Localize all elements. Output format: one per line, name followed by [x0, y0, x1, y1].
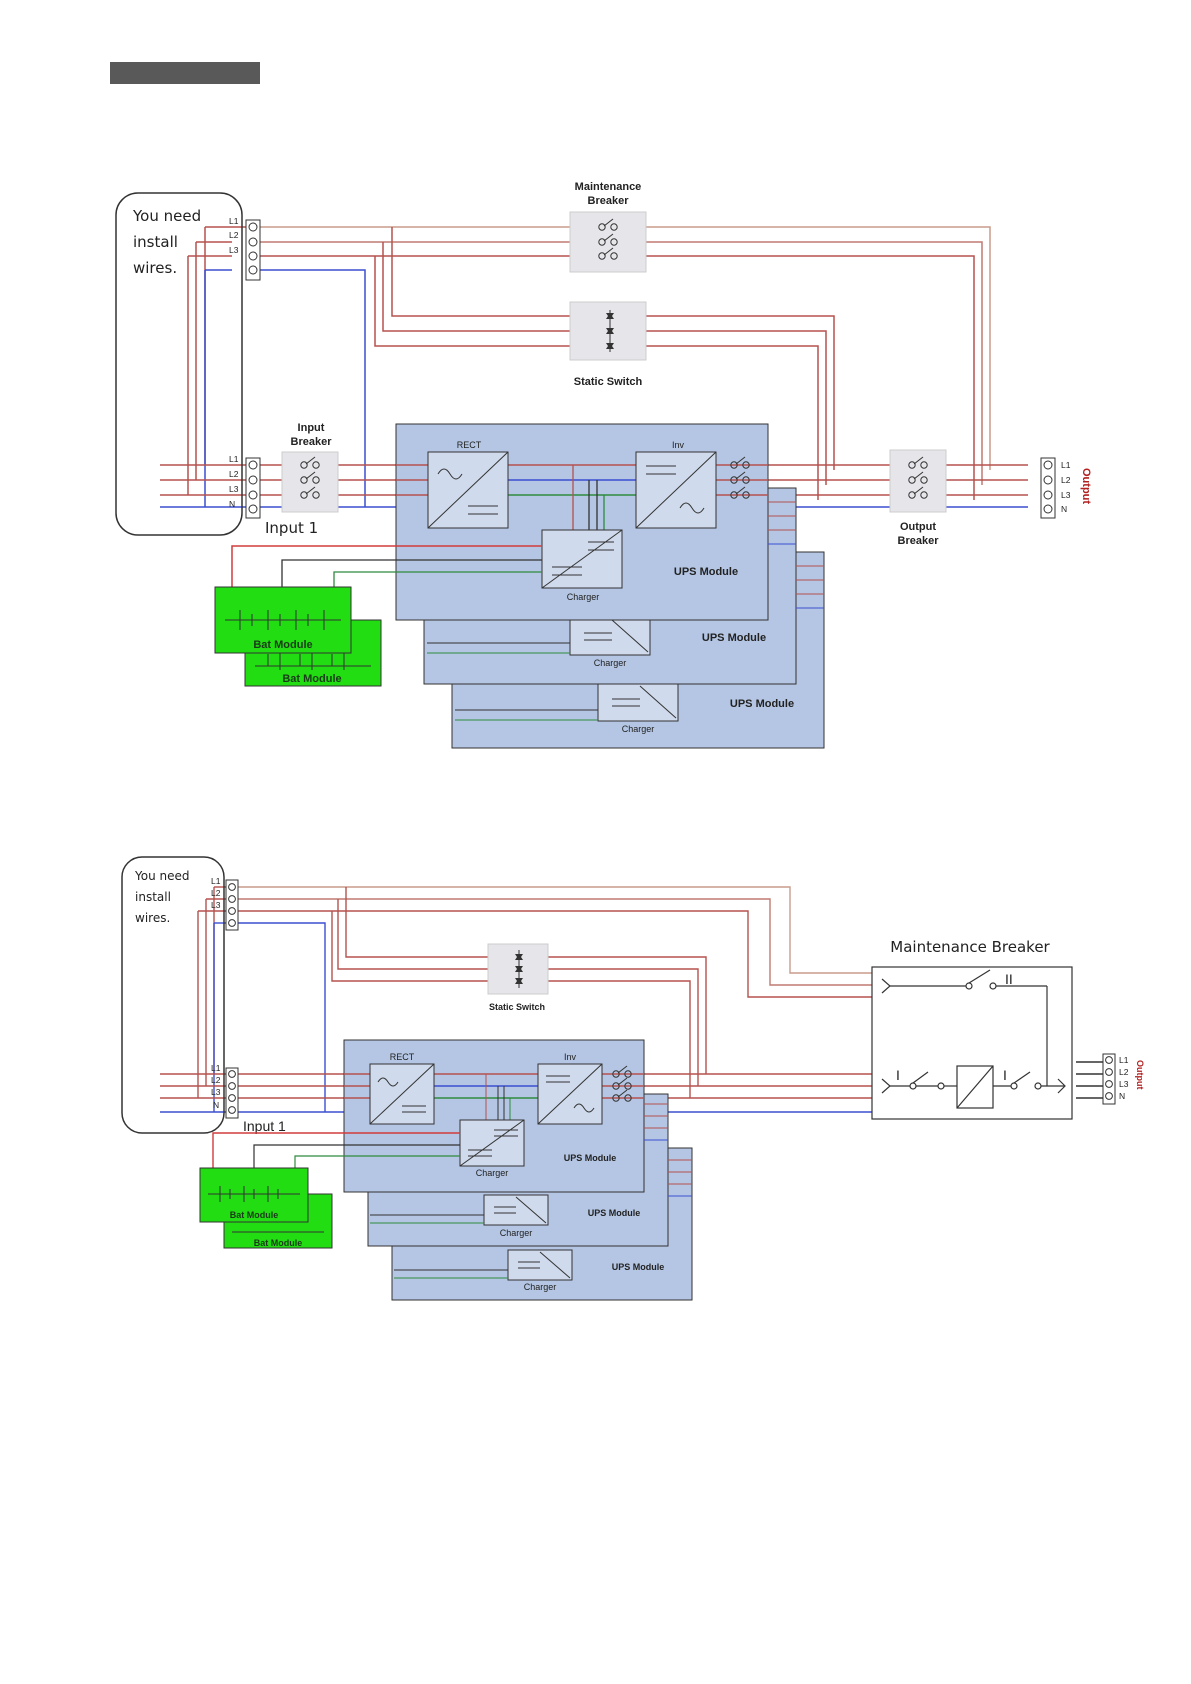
charger-label: Charger	[524, 1282, 557, 1292]
install-note-box	[121, 856, 225, 1134]
mb-mark: II	[1005, 971, 1013, 987]
rectifier-icon	[427, 451, 509, 529]
static-switch-icon	[515, 950, 523, 988]
output-breaker: Output Breaker	[889, 449, 947, 547]
terminal-label: L1	[229, 454, 239, 464]
charger-label: Charger	[622, 724, 655, 734]
inverter-icon	[635, 451, 717, 529]
charger-label: Charger	[476, 1168, 509, 1178]
inv-label: Inv	[672, 440, 685, 450]
ups-module-1: RECT Inv	[395, 423, 796, 621]
terminal-label: L2	[229, 230, 239, 240]
battery-wire-pos	[212, 1132, 460, 1170]
input-label: Input 1	[265, 519, 318, 537]
battery-module-1b: Bat Module	[199, 1167, 309, 1223]
note-line-3: wires.	[133, 259, 177, 277]
mb-mark: I	[896, 1067, 900, 1083]
maintenance-breaker-label: Breaker	[588, 195, 630, 207]
battery-wire-pos	[231, 545, 542, 592]
bat-module-label: Bat Module	[282, 673, 341, 685]
charger-label: Charger	[567, 592, 600, 602]
inverter-icon	[537, 1063, 603, 1125]
terminal-label: L2	[1061, 475, 1071, 485]
charger-icon	[541, 529, 623, 589]
rectifier-icon	[369, 1063, 435, 1125]
terminal-block-input: L1 L2 L3 N	[229, 454, 261, 519]
diagram-1: You need install wires. L1 L2 L3 L1 L2 L…	[115, 181, 1092, 749]
output-label: Output	[1135, 1060, 1145, 1090]
terminal-label: L1	[229, 216, 239, 226]
wires-input-2	[160, 1061, 1103, 1113]
inv-label: Inv	[564, 1052, 577, 1062]
battery-module-1: Bat Module	[214, 586, 352, 654]
section-header-bar	[110, 62, 260, 84]
bat-module-label: Bat Module	[254, 1238, 303, 1248]
note-line-3: wires.	[135, 911, 170, 925]
terminal-label: L2	[211, 1075, 221, 1085]
terminal-label: N	[1119, 1091, 1125, 1101]
terminal-label: L1	[1061, 460, 1071, 470]
ups-module-label: UPS Module	[702, 632, 766, 644]
input-breaker-label: Breaker	[291, 436, 333, 448]
ups-module-label: UPS Module	[612, 1262, 665, 1272]
bat-module-label: Bat Module	[230, 1210, 279, 1220]
ups-module-label: UPS Module	[588, 1208, 641, 1218]
terminal-label: N	[229, 499, 235, 509]
battery-icon	[239, 610, 325, 630]
rect-label: RECT	[457, 440, 482, 450]
maintenance-breaker-label: Maintenance Breaker	[890, 938, 1050, 956]
terminal-block-output-2: L1 L2 L3 N	[1102, 1053, 1129, 1105]
maintenance-breaker-2: Maintenance Breaker	[871, 938, 1073, 1120]
terminal-label: L3	[1119, 1079, 1129, 1089]
maintenance-breaker-label: Maintenance	[575, 181, 642, 193]
terminal-block-top: L1 L2 L3	[229, 216, 261, 281]
ups-module-label: UPS Module	[564, 1153, 617, 1163]
ups-module-label: UPS Module	[674, 566, 738, 578]
terminal-label: L1	[1119, 1055, 1129, 1065]
note-line-1: You need	[134, 869, 190, 883]
note-line-2: install	[133, 233, 178, 251]
ups-module-label: UPS Module	[730, 698, 794, 710]
bat-module-label: Bat Module	[253, 639, 312, 651]
static-switch-icon	[606, 310, 614, 352]
mb-mark: I	[1003, 1067, 1007, 1083]
input-label: Input 1	[243, 1118, 286, 1134]
terminal-label: L3	[1061, 490, 1071, 500]
terminal-block-input-2: L1 L2 L3 N	[211, 1063, 239, 1119]
charger-label: Charger	[594, 658, 627, 668]
note-line-1: You need	[132, 207, 201, 225]
terminal-label: L2	[229, 469, 239, 479]
battery-icon	[219, 1186, 279, 1202]
terminal-label: L3	[229, 484, 239, 494]
output-breaker-label: Breaker	[898, 535, 940, 547]
terminal-label: L1	[211, 1063, 221, 1073]
static-switch-2: Static Switch	[487, 943, 549, 1012]
terminal-label: L3	[211, 1087, 221, 1097]
static-switch-label: Static Switch	[489, 1002, 545, 1012]
charger-icon	[459, 1119, 525, 1167]
rect-label: RECT	[390, 1052, 415, 1062]
charger-label: Charger	[500, 1228, 533, 1238]
output-breaker-label: Output	[900, 521, 936, 533]
terminal-label: N	[213, 1100, 219, 1110]
maintenance-breaker: Maintenance Breaker	[569, 181, 647, 273]
input-breaker-label: Input	[298, 422, 325, 434]
install-note-box	[115, 192, 243, 536]
terminal-block-top-2: L1 L2 L3	[211, 876, 239, 931]
ups-module-1b: RECT Inv	[343, 1039, 668, 1193]
terminal-block-output: L1 L2 L3 N	[1040, 457, 1071, 519]
terminal-label: L3	[211, 900, 221, 910]
terminal-label: L2	[211, 888, 221, 898]
terminal-label: L1	[211, 876, 221, 886]
static-switch-label: Static Switch	[574, 376, 643, 388]
note-line-2: install	[135, 890, 171, 904]
output-label: Output	[1080, 468, 1092, 504]
input-breaker: Input Breaker	[281, 422, 339, 513]
terminal-label: L2	[1119, 1067, 1129, 1077]
terminal-label: N	[1061, 504, 1067, 514]
diagram-2: You need install wires. L1 L2 L3 L1 L2 L…	[121, 856, 1145, 1301]
static-switch: Static Switch	[569, 301, 647, 388]
terminal-label: L3	[229, 245, 239, 255]
